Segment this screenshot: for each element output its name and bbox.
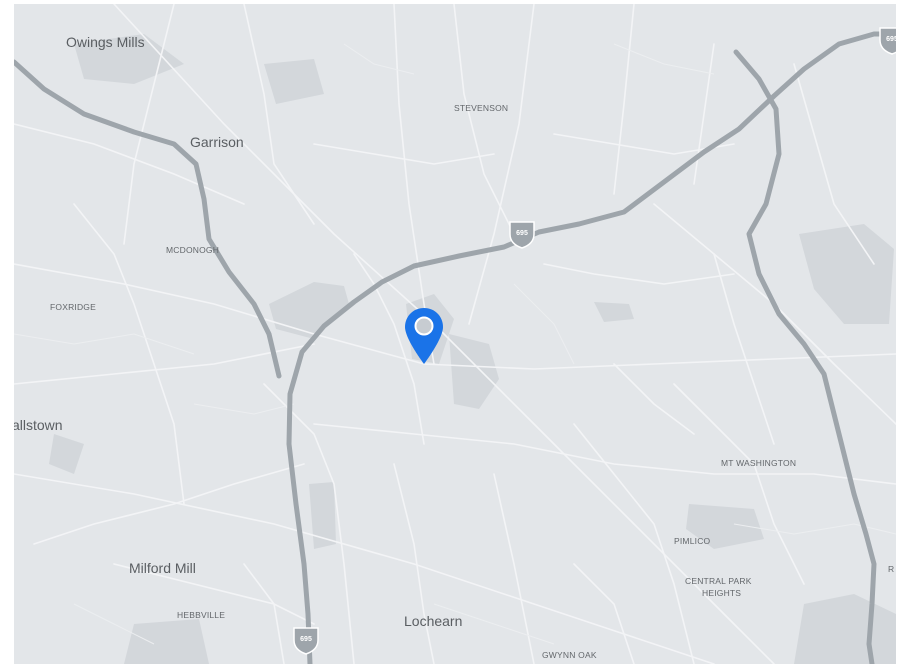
label-edge-r: R bbox=[888, 564, 895, 574]
label-garrison: Garrison bbox=[190, 134, 244, 150]
highway-i83 bbox=[733, 49, 877, 664]
i695-shield-bottom: 695 bbox=[293, 627, 319, 655]
svg-text:695: 695 bbox=[886, 36, 896, 43]
label-lochearn: Lochearn bbox=[404, 613, 463, 629]
highway-i695 bbox=[286, 31, 896, 664]
map-canvas[interactable]: 695 695 695 bbox=[14, 4, 896, 664]
label-pimlico: PIMLICO bbox=[674, 536, 711, 546]
highways bbox=[14, 31, 896, 664]
map-view[interactable]: 695 695 695 Owings Mills Garrison STEVEN… bbox=[14, 4, 896, 664]
label-hebbville: HEBBVILLE bbox=[177, 610, 226, 620]
i695-shield-topright: 695 bbox=[879, 27, 896, 55]
label-central-park-heights-line2: HEIGHTS bbox=[702, 588, 742, 598]
svg-text:695: 695 bbox=[516, 230, 528, 237]
local-streets bbox=[14, 43, 896, 645]
map-pin-icon[interactable] bbox=[403, 306, 445, 368]
label-mt-washington: MT WASHINGTON bbox=[721, 458, 797, 468]
label-central-park-heights-line1: CENTRAL PARK bbox=[685, 576, 752, 586]
land-area bbox=[14, 4, 896, 664]
svg-text:695: 695 bbox=[300, 636, 312, 643]
label-randallstown: allstown bbox=[14, 417, 63, 433]
label-milford-mill: Milford Mill bbox=[129, 560, 196, 576]
label-gwynn-oak: GWYNN OAK bbox=[542, 650, 597, 660]
i695-shield-center: 695 bbox=[509, 221, 535, 249]
minor-roads bbox=[14, 4, 896, 664]
label-mcdonogh: MCDONOGH bbox=[166, 245, 220, 255]
label-stevenson: STEVENSON bbox=[454, 103, 509, 113]
highway-i795 bbox=[14, 59, 282, 379]
label-foxridge: FOXRIDGE bbox=[50, 302, 96, 312]
label-owings-mills: Owings Mills bbox=[66, 34, 145, 50]
